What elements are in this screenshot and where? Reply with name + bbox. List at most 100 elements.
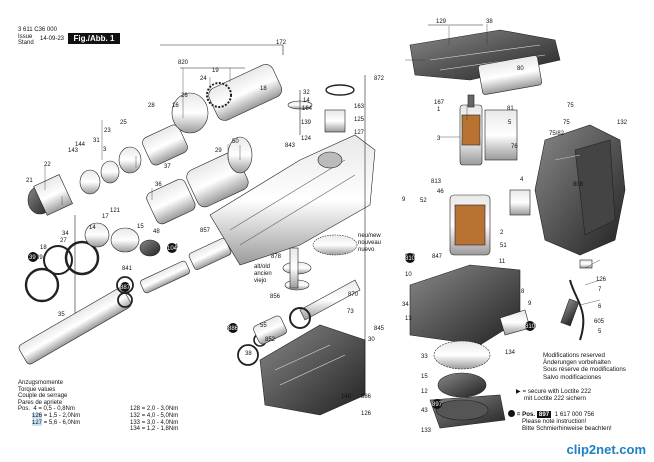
label-33: 33 (421, 354, 428, 360)
label-12: 12 (421, 389, 428, 395)
label-51: 51 (500, 243, 507, 249)
loctite-line: mit Loctite 222 sichern (524, 395, 586, 403)
label-32: 32 (303, 90, 310, 96)
label-9: 9 (402, 197, 406, 203)
leader-lines (44, 24, 601, 306)
label-132: 132 (617, 120, 628, 126)
label-134: 134 (505, 350, 516, 356)
label-121: 121 (110, 208, 121, 214)
label-21: 21 (26, 178, 33, 184)
label-35: 35 (58, 312, 65, 318)
label-164: 164 (302, 106, 313, 112)
label-75b: 75 (563, 120, 570, 126)
torque-row-pos: 4 (33, 406, 37, 413)
label-856: 856 (270, 294, 281, 300)
label-4: 4 (520, 177, 524, 183)
torque-table: Anzugsmomente Torque values Couple de se… (18, 380, 178, 433)
label-38: 38 (486, 19, 493, 25)
label-81: 81 (507, 106, 514, 112)
label-31: 31 (93, 138, 100, 144)
label-25: 25 (120, 120, 127, 126)
torque-row-pos: 132 (130, 412, 141, 419)
watermark-logo: clip2net.com (566, 442, 646, 457)
label-143: 143 (68, 148, 79, 154)
label-oldalt3: viejo (254, 278, 267, 284)
lubrication-dot-icon (508, 410, 515, 417)
svg-text:104: 104 (167, 246, 178, 252)
label-8: 8 (521, 289, 525, 295)
label-10: 10 (405, 272, 412, 278)
svg-text:810: 810 (525, 324, 536, 330)
pos-number: 897 (536, 411, 552, 418)
svg-text:886: 886 (228, 326, 239, 332)
label-16: 16 (172, 103, 179, 109)
label-18b: 18 (40, 245, 47, 251)
label-23: 23 (104, 128, 111, 134)
label-127: 127 (354, 130, 365, 136)
label-7: 7 (598, 287, 602, 293)
label-24: 24 (200, 76, 207, 82)
label-3b: 3 (437, 136, 441, 142)
torque-pos-label: Pos. (18, 406, 31, 413)
label-9b: 9 (528, 301, 532, 307)
label-52: 52 (420, 198, 427, 204)
svg-text:810: 810 (405, 256, 416, 262)
label-139: 139 (301, 120, 312, 126)
label-43: 43 (421, 408, 428, 414)
torque-row-range: = 3,0 - 4,0Nm (141, 419, 179, 426)
label-847: 847 (432, 254, 443, 260)
label-886b: 886 (361, 394, 372, 400)
label-6: 6 (598, 304, 602, 310)
label-newhow2: nouveau (358, 240, 381, 246)
label-841: 841 (122, 266, 133, 272)
label-605: 605 (594, 319, 605, 325)
torque-row-pos: 128 (130, 406, 141, 413)
label-2: 2 (500, 230, 504, 236)
label-126b: 126 (596, 277, 607, 283)
modifications-line: Modifications reserved (543, 352, 605, 359)
pos-part: 1 617 000 756 (554, 411, 595, 418)
label-7582: 75/82 (549, 131, 565, 137)
label-15b: 15 (421, 374, 428, 380)
label-29: 29 (215, 148, 222, 154)
label-newhow3: nuevo (358, 247, 375, 253)
label-820: 820 (178, 60, 189, 66)
label-73: 73 (347, 309, 354, 315)
label-34b: 34 (402, 302, 409, 308)
label-878: 878 (271, 254, 282, 260)
svg-text:887: 887 (120, 285, 131, 291)
label-76: 76 (511, 144, 518, 150)
label-48: 48 (153, 229, 160, 235)
label-124: 124 (301, 136, 312, 142)
label-30: 30 (368, 337, 375, 343)
torque-row-range: = 4,0 - 5,0Nm (141, 412, 179, 419)
label-newhow: neu/new (358, 233, 381, 239)
label-843: 843 (285, 143, 296, 149)
label-808: 808 (573, 182, 584, 188)
label-5b: 5 (598, 329, 602, 335)
instruction-line: Please note instruction! (522, 418, 587, 426)
torque-title-1: Anzugsmomente (18, 380, 64, 386)
modifications-line: Änderungen vorbehalten (543, 359, 611, 367)
motor-cover (409, 24, 561, 429)
label-19: 19 (212, 68, 219, 74)
doc-number: 3 611 C36 000 (18, 27, 57, 33)
label-172: 172 (276, 40, 287, 46)
label-870: 870 (348, 292, 359, 298)
label-126: 126 (361, 411, 372, 417)
label-75: 75 (567, 103, 574, 109)
label-28: 28 (148, 103, 155, 109)
label-872: 872 (374, 76, 385, 82)
torque-row-range: = 5,6 - 6,0Nm (43, 419, 81, 426)
modifications-line: Sous réserve de modifications (543, 366, 626, 374)
torque-title-3: Couple de serrage (18, 393, 68, 400)
label-55: 55 (260, 323, 267, 329)
label-26: 26 (181, 93, 188, 99)
label-14: 14 (89, 225, 96, 231)
label-50: 50 (232, 139, 239, 145)
label-13: 13 (405, 316, 412, 322)
label-22: 22 (44, 162, 51, 168)
label-852: 852 (265, 337, 276, 343)
label-37: 37 (164, 164, 171, 170)
label-34: 34 (62, 231, 69, 237)
